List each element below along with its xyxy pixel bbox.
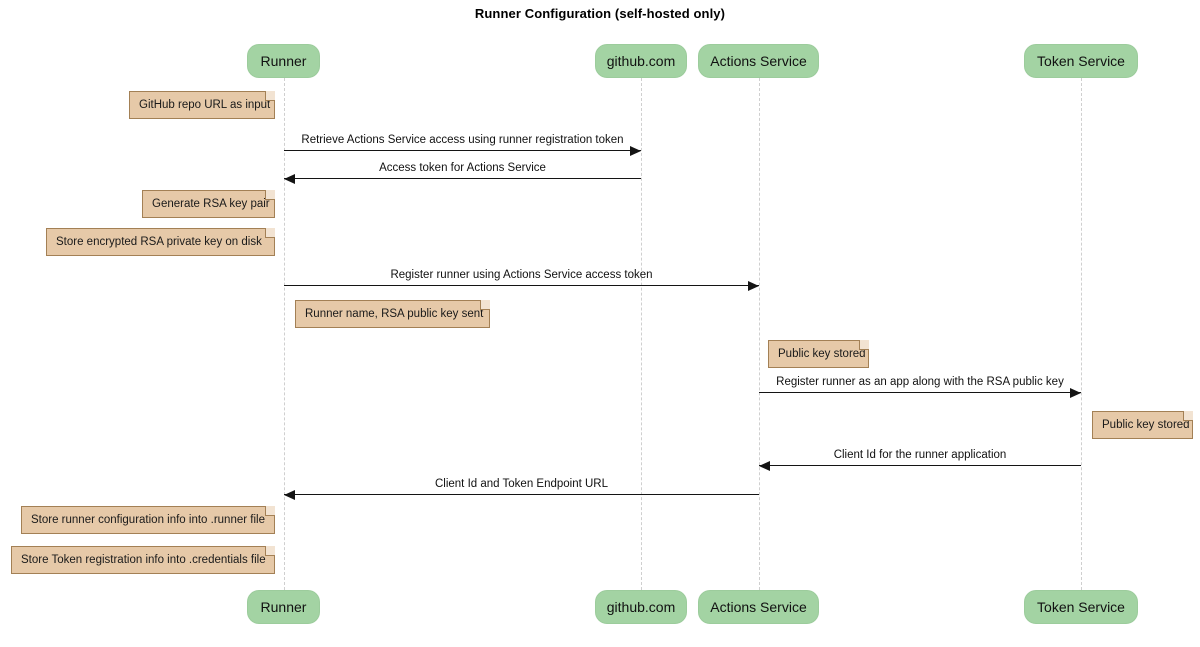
participant-label: github.com: [606, 53, 676, 69]
message-arrowhead-right: [748, 280, 759, 291]
note-text: Runner name, RSA public key sent: [305, 308, 484, 320]
note: Store encrypted RSA private key on disk: [46, 228, 275, 256]
note-text: GitHub repo URL as input: [139, 99, 271, 111]
note: Runner name, RSA public key sent: [295, 300, 490, 328]
participant-runner-bottom[interactable]: Runner: [247, 590, 320, 624]
participant-label: Actions Service: [710, 599, 807, 615]
participant-label: Token Service: [1037, 599, 1125, 615]
message-label: Retrieve Actions Service access using ru…: [301, 134, 624, 146]
message-line: [759, 465, 1081, 466]
participant-github-bottom[interactable]: github.com: [595, 590, 687, 624]
message-arrowhead-left: [284, 173, 295, 184]
message-label: Register runner as an app along with the…: [776, 376, 1064, 388]
note-fold-corner-icon: [1183, 411, 1193, 421]
note: Store Token registration info into .cred…: [11, 546, 275, 574]
participant-actions-top[interactable]: Actions Service: [698, 44, 819, 78]
note-fold-corner-icon: [859, 340, 869, 350]
message-line: [284, 150, 641, 151]
note-fold-corner-icon: [265, 546, 275, 556]
message-line: [284, 494, 759, 495]
lifeline-token: [1081, 78, 1082, 590]
message-arrowhead-right: [630, 145, 641, 156]
note-text: Public key stored: [1102, 419, 1190, 431]
note: GitHub repo URL as input: [129, 91, 275, 119]
participant-label: Token Service: [1037, 53, 1125, 69]
participant-github-top[interactable]: github.com: [595, 44, 687, 78]
message-line: [284, 285, 759, 286]
lifeline-runner: [284, 78, 285, 590]
participant-label: Actions Service: [710, 53, 807, 69]
participant-actions-bottom[interactable]: Actions Service: [698, 590, 819, 624]
message-label: Client Id for the runner application: [833, 449, 1007, 461]
message-label: Register runner using Actions Service ac…: [390, 269, 653, 281]
message-label: Access token for Actions Service: [379, 162, 546, 174]
note: Store runner configuration info into .ru…: [21, 506, 275, 534]
note-fold-corner-icon: [265, 190, 275, 200]
note-text: Public key stored: [778, 348, 866, 360]
participant-token-bottom[interactable]: Token Service: [1024, 590, 1138, 624]
participant-label: Runner: [260, 53, 307, 69]
diagram-title: Runner Configuration (self-hosted only): [474, 6, 726, 21]
message-arrowhead-right: [1070, 387, 1081, 398]
message-label: Client Id and Token Endpoint URL: [434, 478, 609, 490]
participant-label: Runner: [260, 599, 307, 615]
note-fold-corner-icon: [265, 506, 275, 516]
participant-runner-top[interactable]: Runner: [247, 44, 320, 78]
note-fold-corner-icon: [265, 228, 275, 238]
note-text: Store runner configuration info into .ru…: [31, 514, 265, 526]
lifeline-actions: [759, 78, 760, 590]
note-text: Store encrypted RSA private key on disk: [56, 236, 262, 248]
note: Public key stored: [1092, 411, 1193, 439]
lifeline-github: [641, 78, 642, 590]
note: Public key stored: [768, 340, 869, 368]
participant-label: github.com: [606, 599, 676, 615]
message-line: [284, 178, 641, 179]
note-fold-corner-icon: [480, 300, 490, 310]
note: Generate RSA key pair: [142, 190, 275, 218]
participant-token-top[interactable]: Token Service: [1024, 44, 1138, 78]
note-text: Store Token registration info into .cred…: [21, 554, 266, 566]
note-fold-corner-icon: [265, 91, 275, 101]
note-text: Generate RSA key pair: [152, 198, 270, 210]
message-line: [759, 392, 1081, 393]
message-arrowhead-left: [759, 460, 770, 471]
message-arrowhead-left: [284, 489, 295, 500]
